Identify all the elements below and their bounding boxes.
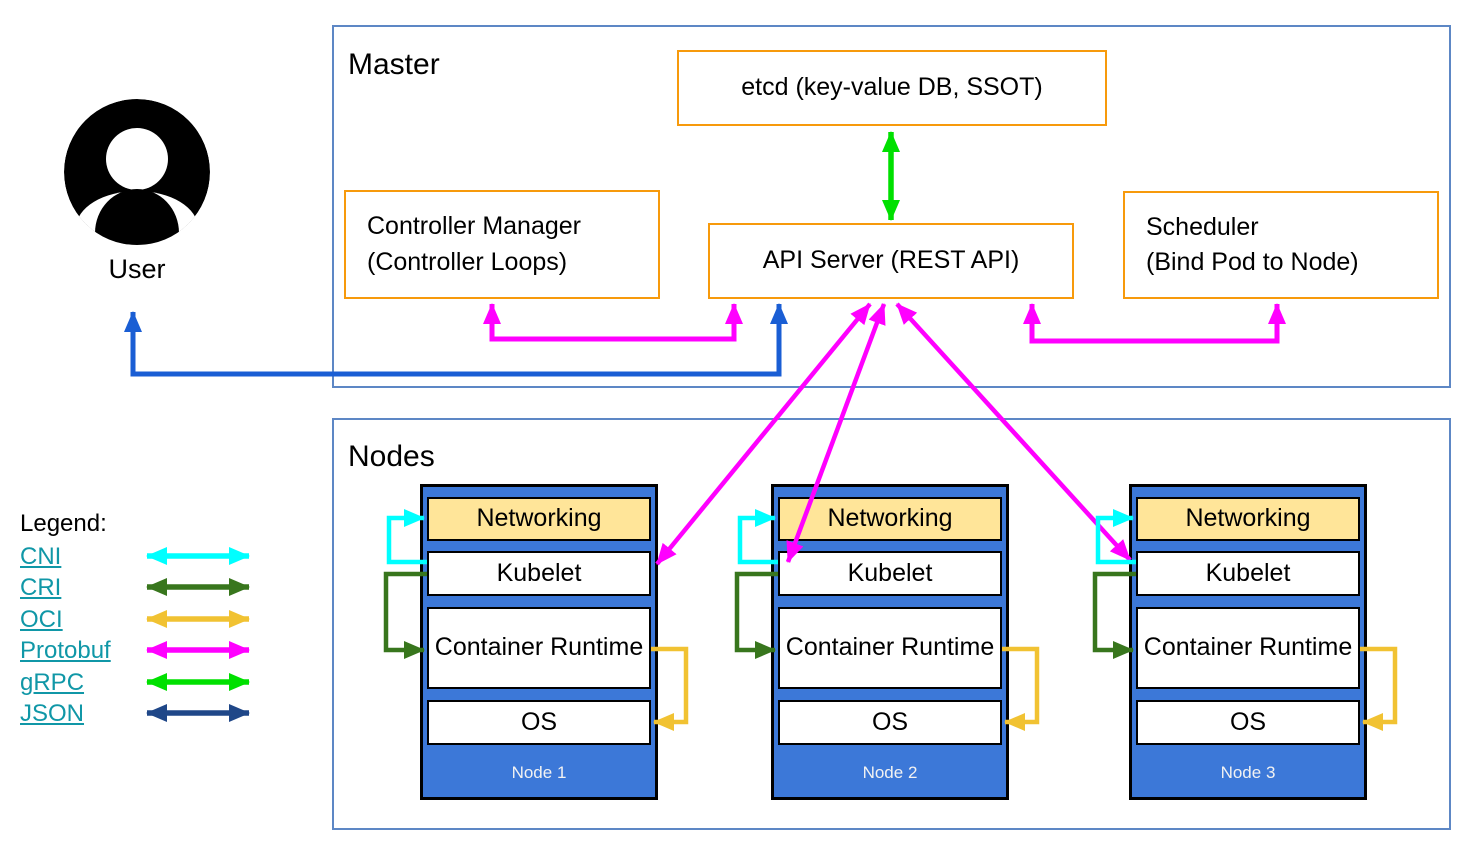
grpc-legend-arrow-icon — [146, 673, 250, 691]
nodes-title: Nodes — [348, 440, 435, 473]
node-1-label: Node 1 — [511, 763, 567, 782]
api-server-label: API Server (REST API) — [762, 246, 1020, 275]
scheduler-box: Scheduler (Bind Pod to Node) — [1123, 191, 1439, 299]
node-3-container-runtime-layer: Container Runtime — [1136, 607, 1360, 689]
node-2-container-runtime-layer: Container Runtime — [778, 607, 1002, 689]
legend-link-grpc[interactable]: gRPC — [20, 669, 85, 696]
cni-legend-arrow-icon — [146, 547, 250, 565]
os-label: OS — [871, 707, 909, 736]
node-2-kubelet-layer: Kubelet — [778, 551, 1002, 596]
master-title: Master — [348, 48, 440, 81]
node-1-networking-layer: Networking — [427, 497, 651, 541]
legend-link-protobuf[interactable]: Protobuf — [20, 637, 111, 664]
legend-link-json[interactable]: JSON — [20, 700, 85, 727]
networking-label: Networking — [827, 504, 953, 533]
networking-label: Networking — [476, 504, 602, 533]
protobuf-legend-arrow-icon — [146, 641, 250, 659]
node-1: Networking Kubelet Container Runtime OS … — [420, 484, 658, 800]
node-2-os-layer: OS — [778, 700, 1002, 745]
legend-row-oci: OCI — [20, 606, 250, 636]
legend-link-cni[interactable]: CNI — [20, 543, 62, 570]
legend-row-cri: CRI — [20, 574, 250, 604]
os-label: OS — [520, 707, 558, 736]
legend-link-oci[interactable]: OCI — [20, 606, 63, 633]
node-3: Networking Kubelet Container Runtime OS … — [1129, 484, 1367, 800]
node-2: Networking Kubelet Container Runtime OS … — [771, 484, 1009, 800]
controller-manager-label-line2: (Controller Loops) — [367, 247, 568, 276]
node-2-networking-layer: Networking — [778, 497, 1002, 541]
legend-title: Legend: — [20, 510, 107, 537]
scheduler-label-line2: (Bind Pod to Node) — [1146, 248, 1359, 276]
node-3-kubelet-layer: Kubelet — [1136, 551, 1360, 596]
container-runtime-label: Container Runtime — [785, 633, 995, 662]
node-3-networking-layer: Networking — [1136, 497, 1360, 541]
master-section-box — [332, 25, 1451, 388]
networking-label: Networking — [1185, 504, 1311, 533]
kubelet-label: Kubelet — [496, 558, 582, 587]
container-runtime-label: Container Runtime — [434, 633, 644, 662]
oci-legend-arrow-icon — [146, 610, 250, 628]
nodes-section-box — [332, 418, 1451, 830]
api-server-box: API Server (REST API) — [708, 223, 1074, 299]
node-1-container-runtime-layer: Container Runtime — [427, 607, 651, 689]
node-1-os-layer: OS — [427, 700, 651, 745]
user-icon — [64, 99, 210, 245]
kubelet-label: Kubelet — [1205, 558, 1291, 587]
os-label: OS — [1229, 707, 1267, 736]
node-3-label: Node 3 — [1220, 763, 1276, 782]
controller-manager-label-line1: Controller Manager — [367, 212, 581, 240]
legend-row-json: JSON — [20, 700, 250, 730]
cri-legend-arrow-icon — [146, 578, 250, 596]
user-label: User — [108, 254, 166, 284]
etcd-box: etcd (key-value DB, SSOT) — [677, 50, 1107, 126]
node-3-os-layer: OS — [1136, 700, 1360, 745]
legend-link-cri[interactable]: CRI — [20, 574, 62, 601]
node-2-label: Node 2 — [862, 763, 918, 782]
legend-row-grpc: gRPC — [20, 669, 250, 699]
legend-row-protobuf: Protobuf — [20, 637, 250, 667]
kubelet-label: Kubelet — [847, 558, 933, 587]
legend-row-cni: CNI — [20, 543, 250, 573]
scheduler-label-line1: Scheduler — [1146, 212, 1259, 241]
container-runtime-label: Container Runtime — [1143, 633, 1353, 662]
controller-manager-box: Controller Manager (Controller Loops) — [344, 190, 660, 299]
etcd-label: etcd (key-value DB, SSOT) — [741, 73, 1043, 102]
json-legend-arrow-icon — [146, 704, 250, 722]
node-1-kubelet-layer: Kubelet — [427, 551, 651, 596]
